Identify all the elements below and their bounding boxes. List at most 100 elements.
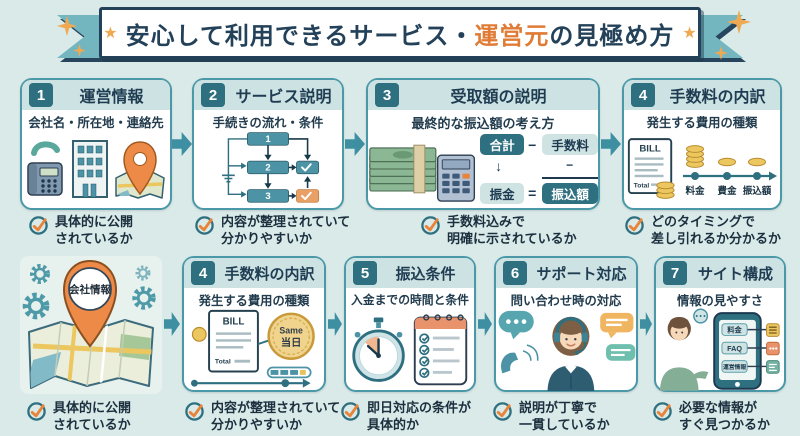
svg-text:2: 2: [265, 163, 270, 174]
card-subtitle: 手続きの流れ・条件: [212, 116, 324, 130]
card-title: 受取額の説明: [450, 89, 547, 106]
card-illustration: 1 2 3: [194, 132, 342, 206]
flowchart-icon: 1 2 3: [222, 132, 320, 203]
svg-text:BILL: BILL: [223, 317, 245, 328]
payout-formula: 合計 − 手数料 ↓ − 振金 = 振込額: [480, 132, 599, 206]
card-site-structure: 7 サイト構成 情報の見やすさ 料金 FAQ: [654, 256, 786, 392]
card-fee-breakdown-top: 4 手数料の内訳 発生する費用の種類 BILL Total: [622, 78, 782, 210]
card-illustration: [346, 310, 474, 388]
star-icon: ★: [103, 25, 118, 42]
flow-arrow-icon: [478, 312, 492, 336]
card-header: 6 サポート対応: [496, 258, 636, 288]
checkpoint: 内容が整理されていて分かりやすいか: [194, 214, 350, 248]
card-payout-explanation: 3 受取額の説明 最終的な振込額の考え方: [366, 78, 600, 210]
card-subtitle: 最終的な振込額の考え方: [411, 116, 555, 131]
checkpoint: 内容が整理されていて分かりやすいか: [184, 400, 340, 434]
formula-total: 合計: [480, 134, 525, 155]
checkpoint-text: 具体的に公開されているか: [53, 400, 132, 432]
card-service-description: 2 サービス説明 手続きの流れ・条件 1 2 3: [192, 78, 344, 210]
check-icon: [653, 402, 672, 421]
stopwatch-checklist-icon: [352, 314, 468, 386]
card-illustration: BILL Total 料金: [624, 132, 780, 206]
checkpoint: 説明が丁寧で一貫しているか: [492, 400, 610, 434]
card-subtitle: 情報の見やすさ: [676, 294, 764, 308]
flow-arrow-icon: [164, 312, 180, 336]
checkpoint: 即日対応の条件が具体的か: [340, 400, 471, 434]
check-icon: [421, 216, 440, 235]
card-subtitle: 発生する費用の種類: [198, 294, 310, 308]
checkpoint-text: 即日対応の条件が具体的か: [367, 400, 472, 432]
desk-phone-icon: [27, 141, 63, 196]
step-number: 5: [353, 261, 377, 285]
flow-arrow-icon: [640, 312, 652, 336]
svg-text:料金: 料金: [685, 185, 705, 197]
page-title: ★ 安心して利用できるサービス・運営元の見極め方 ★: [99, 7, 701, 59]
card-illustration: BILL Total Same 当日: [184, 309, 324, 388]
card-header: 7 サイト構成: [656, 258, 784, 288]
check-icon: [195, 216, 214, 235]
formula-line: [542, 177, 599, 179]
svg-text:3: 3: [265, 191, 270, 202]
svg-text:当日: 当日: [281, 336, 302, 349]
step-number: 1: [29, 83, 53, 107]
svg-text:Total: Total: [215, 359, 231, 366]
company-pin-icon: 会社情報: [62, 259, 118, 348]
card-title: サービス説明: [235, 89, 332, 106]
card-subtitle: 発生する費用の種類: [646, 116, 758, 130]
fee-timeline-icon: 料金 費金 振込額: [683, 145, 777, 197]
user-phone-icon: 料金 FAQ 運営情報: [659, 308, 780, 391]
map-pin-icon: [115, 141, 165, 199]
folded-map-icon: [28, 319, 154, 389]
svg-text:料金: 料金: [727, 326, 742, 335]
card-header: 4 手数料の内訳: [184, 258, 324, 288]
gear-icon: [22, 292, 50, 320]
formula-fee: 手数料: [542, 134, 599, 155]
card-header: 1 運営情報: [22, 80, 170, 110]
formula-amount: 振込額: [542, 183, 599, 204]
checkpoint: 必要な情報がすぐ見つかるか: [652, 400, 770, 434]
card-subtitle: 入金までの時間と条件: [351, 293, 469, 307]
bill-sameday-icon: BILL Total Same 当日: [191, 309, 315, 388]
card-subtitle: 会社名・所在地・連絡先: [28, 116, 164, 130]
bill-receipt-icon: BILL Total: [627, 138, 675, 199]
check-icon: [341, 402, 360, 421]
step-number: 2: [201, 83, 225, 107]
equals-sign: =: [528, 185, 537, 201]
card-illustration: 合計 − 手数料 ↓ − 振金 = 振込額: [368, 132, 599, 206]
checkpoint-text: どのタイミングで差し引れるか分かるか: [651, 214, 782, 246]
arrow-down-icon: ↓: [495, 158, 503, 174]
building-icon: [72, 140, 108, 198]
title-text: 安心して利用できるサービス・運営元の見極め方: [125, 22, 675, 50]
card-illustration: [22, 132, 170, 206]
card-header: 2 サービス説明: [194, 80, 342, 110]
svg-text:費金: 費金: [717, 185, 737, 197]
card-operating-info: 1 運営情報 会社名・所在地・連絡先: [20, 78, 172, 210]
check-icon: [625, 216, 644, 235]
checkpoint: どのタイミングで差し引れるか分かるか: [624, 214, 781, 248]
checkpoint-text: 手数料込みで明確に示されているか: [447, 214, 577, 246]
card-illustration: [496, 310, 636, 391]
check-icon: [493, 402, 512, 421]
gear-icon: [135, 265, 151, 281]
svg-text:Total: Total: [634, 182, 650, 189]
svg-text:振込額: 振込額: [743, 185, 772, 197]
card-transfer-conditions: 5 振込条件 入金までの時間と条件: [344, 256, 476, 392]
card-subtitle: 問い合わせ時の対応: [510, 294, 622, 308]
svg-text:Same: Same: [279, 325, 303, 335]
svg-text:BILL: BILL: [639, 144, 660, 155]
check-icon: [185, 402, 204, 421]
flow-arrow-icon: [601, 132, 621, 156]
formula-transfer: 振金: [480, 183, 525, 204]
checkpoint-text: 説明が丁寧で一貫しているか: [519, 400, 610, 432]
card-header: 5 振込条件: [346, 258, 474, 288]
gear-icon: [30, 264, 50, 284]
money-calculator-icon: [369, 144, 476, 202]
star-icon: ★: [682, 25, 697, 42]
check-icon: [27, 402, 46, 421]
checkpoint-text: 具体的に公開されているか: [55, 214, 134, 246]
card-title: サイト構成: [697, 265, 773, 283]
checkpoint-text: 内容が整理されていて分かりやすいか: [211, 400, 341, 432]
card-header: 3 受取額の説明: [368, 80, 598, 110]
checkpoint: 手数料込みで明確に示されているか: [420, 214, 577, 248]
card-support-response: 6 サポート対応 問い合わせ時の対応: [494, 256, 638, 392]
